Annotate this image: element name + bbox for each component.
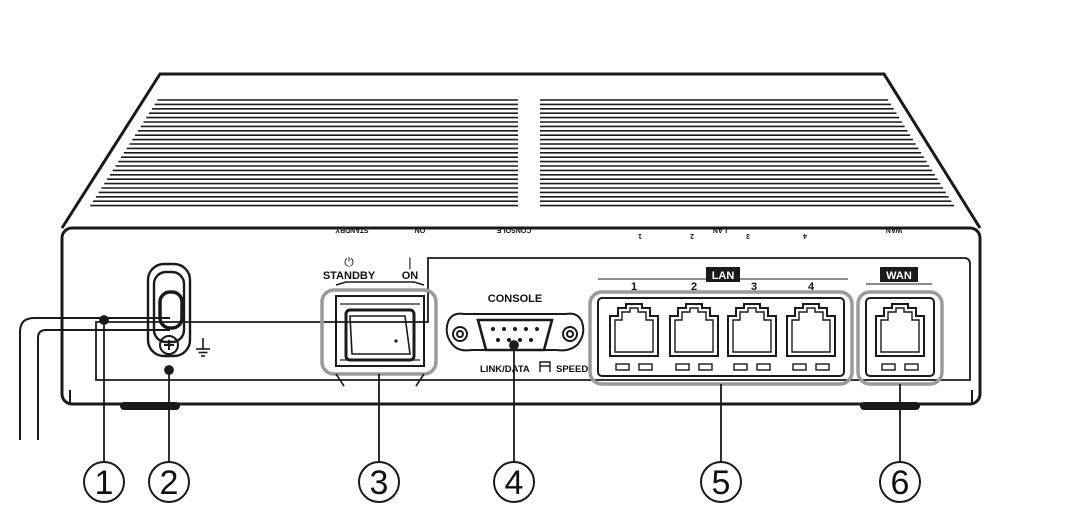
device-base xyxy=(69,390,973,404)
wan-badge: WAN xyxy=(880,267,918,282)
console-label: CONSOLE xyxy=(488,293,542,305)
speed-label: SPEED xyxy=(556,364,588,375)
svg-text:WAN: WAN xyxy=(886,270,912,282)
svg-text:LAN: LAN xyxy=(712,270,735,282)
lan-port-2-led-right xyxy=(698,363,713,371)
led-legend-icon xyxy=(539,361,551,372)
wan-highlight-ring xyxy=(856,290,944,386)
svg-text:4: 4 xyxy=(505,464,524,502)
mirrored-lan-port-1: 4 xyxy=(803,232,807,239)
callout-1: 1 xyxy=(83,461,125,503)
lan-port-4-label: 4 xyxy=(808,281,815,293)
wan-port[interactable] xyxy=(875,303,925,371)
lan-port-1-led-right xyxy=(638,363,653,371)
mirrored-lan-port-4: 1 xyxy=(638,232,642,239)
lan-port-2-led-left xyxy=(675,363,690,371)
power-cable xyxy=(19,317,170,440)
on-label: ON xyxy=(402,270,419,282)
console-port[interactable] xyxy=(445,312,585,352)
lan-port-block xyxy=(597,297,845,377)
lan-port-3-label: 3 xyxy=(751,281,757,293)
link-data-label: LINK/DATA xyxy=(480,364,530,375)
device-front-face xyxy=(60,226,982,406)
callout-5: 5 xyxy=(700,461,742,503)
wan-ports xyxy=(875,303,925,371)
callouts: 1 2 3 4 5 6 xyxy=(83,461,921,503)
mirrored-lan-port-3: 2 xyxy=(690,232,694,239)
lan-port-2[interactable] xyxy=(669,303,719,371)
svg-text:2: 2 xyxy=(160,464,179,502)
callout-leaders xyxy=(99,315,901,462)
wan-port-led-left xyxy=(881,363,896,371)
callout-4: 4 xyxy=(493,461,535,503)
svg-text:6: 6 xyxy=(891,464,910,502)
wan-port-block xyxy=(865,297,935,377)
on-bar-symbol: | xyxy=(408,255,411,270)
lan-port-3-led-right xyxy=(756,363,771,371)
device-top-lid xyxy=(60,72,982,229)
ground-screw xyxy=(159,335,179,355)
foot-left xyxy=(120,402,180,410)
lan-port-4[interactable] xyxy=(786,303,836,371)
standby-label: STANDBY xyxy=(323,270,376,282)
lan-port-4-led-left xyxy=(792,363,807,371)
inner-plate xyxy=(95,257,971,381)
callout-2: 2 xyxy=(148,461,190,503)
lan-badge: LAN xyxy=(706,267,740,282)
callout-3: 3 xyxy=(358,461,400,503)
svg-text:1: 1 xyxy=(95,464,114,502)
power-standby-icon: ⏻ xyxy=(344,255,354,269)
ground-icon xyxy=(196,338,210,357)
mirrored-lan-port-2: 3 xyxy=(746,232,750,239)
lan-port-2-label: 2 xyxy=(691,281,697,293)
ventilation-fins-left xyxy=(90,99,518,207)
callout-6: 6 xyxy=(879,461,921,503)
power-switch[interactable] xyxy=(320,281,438,387)
lan-port-3-led-left xyxy=(733,363,748,371)
lan-port-4-led-right xyxy=(815,363,830,371)
ventilation-fins-right xyxy=(540,99,955,207)
lan-port-1-led-left xyxy=(615,363,630,371)
foot-right xyxy=(860,402,920,410)
lan-port-1-label: 1 xyxy=(631,281,637,293)
svg-text:3: 3 xyxy=(370,464,389,502)
svg-text:5: 5 xyxy=(712,464,731,502)
lan-port-3[interactable] xyxy=(727,303,777,371)
lan-ports xyxy=(609,303,836,371)
wan-port-led-right xyxy=(904,363,919,371)
lan-port-1[interactable] xyxy=(609,303,659,371)
